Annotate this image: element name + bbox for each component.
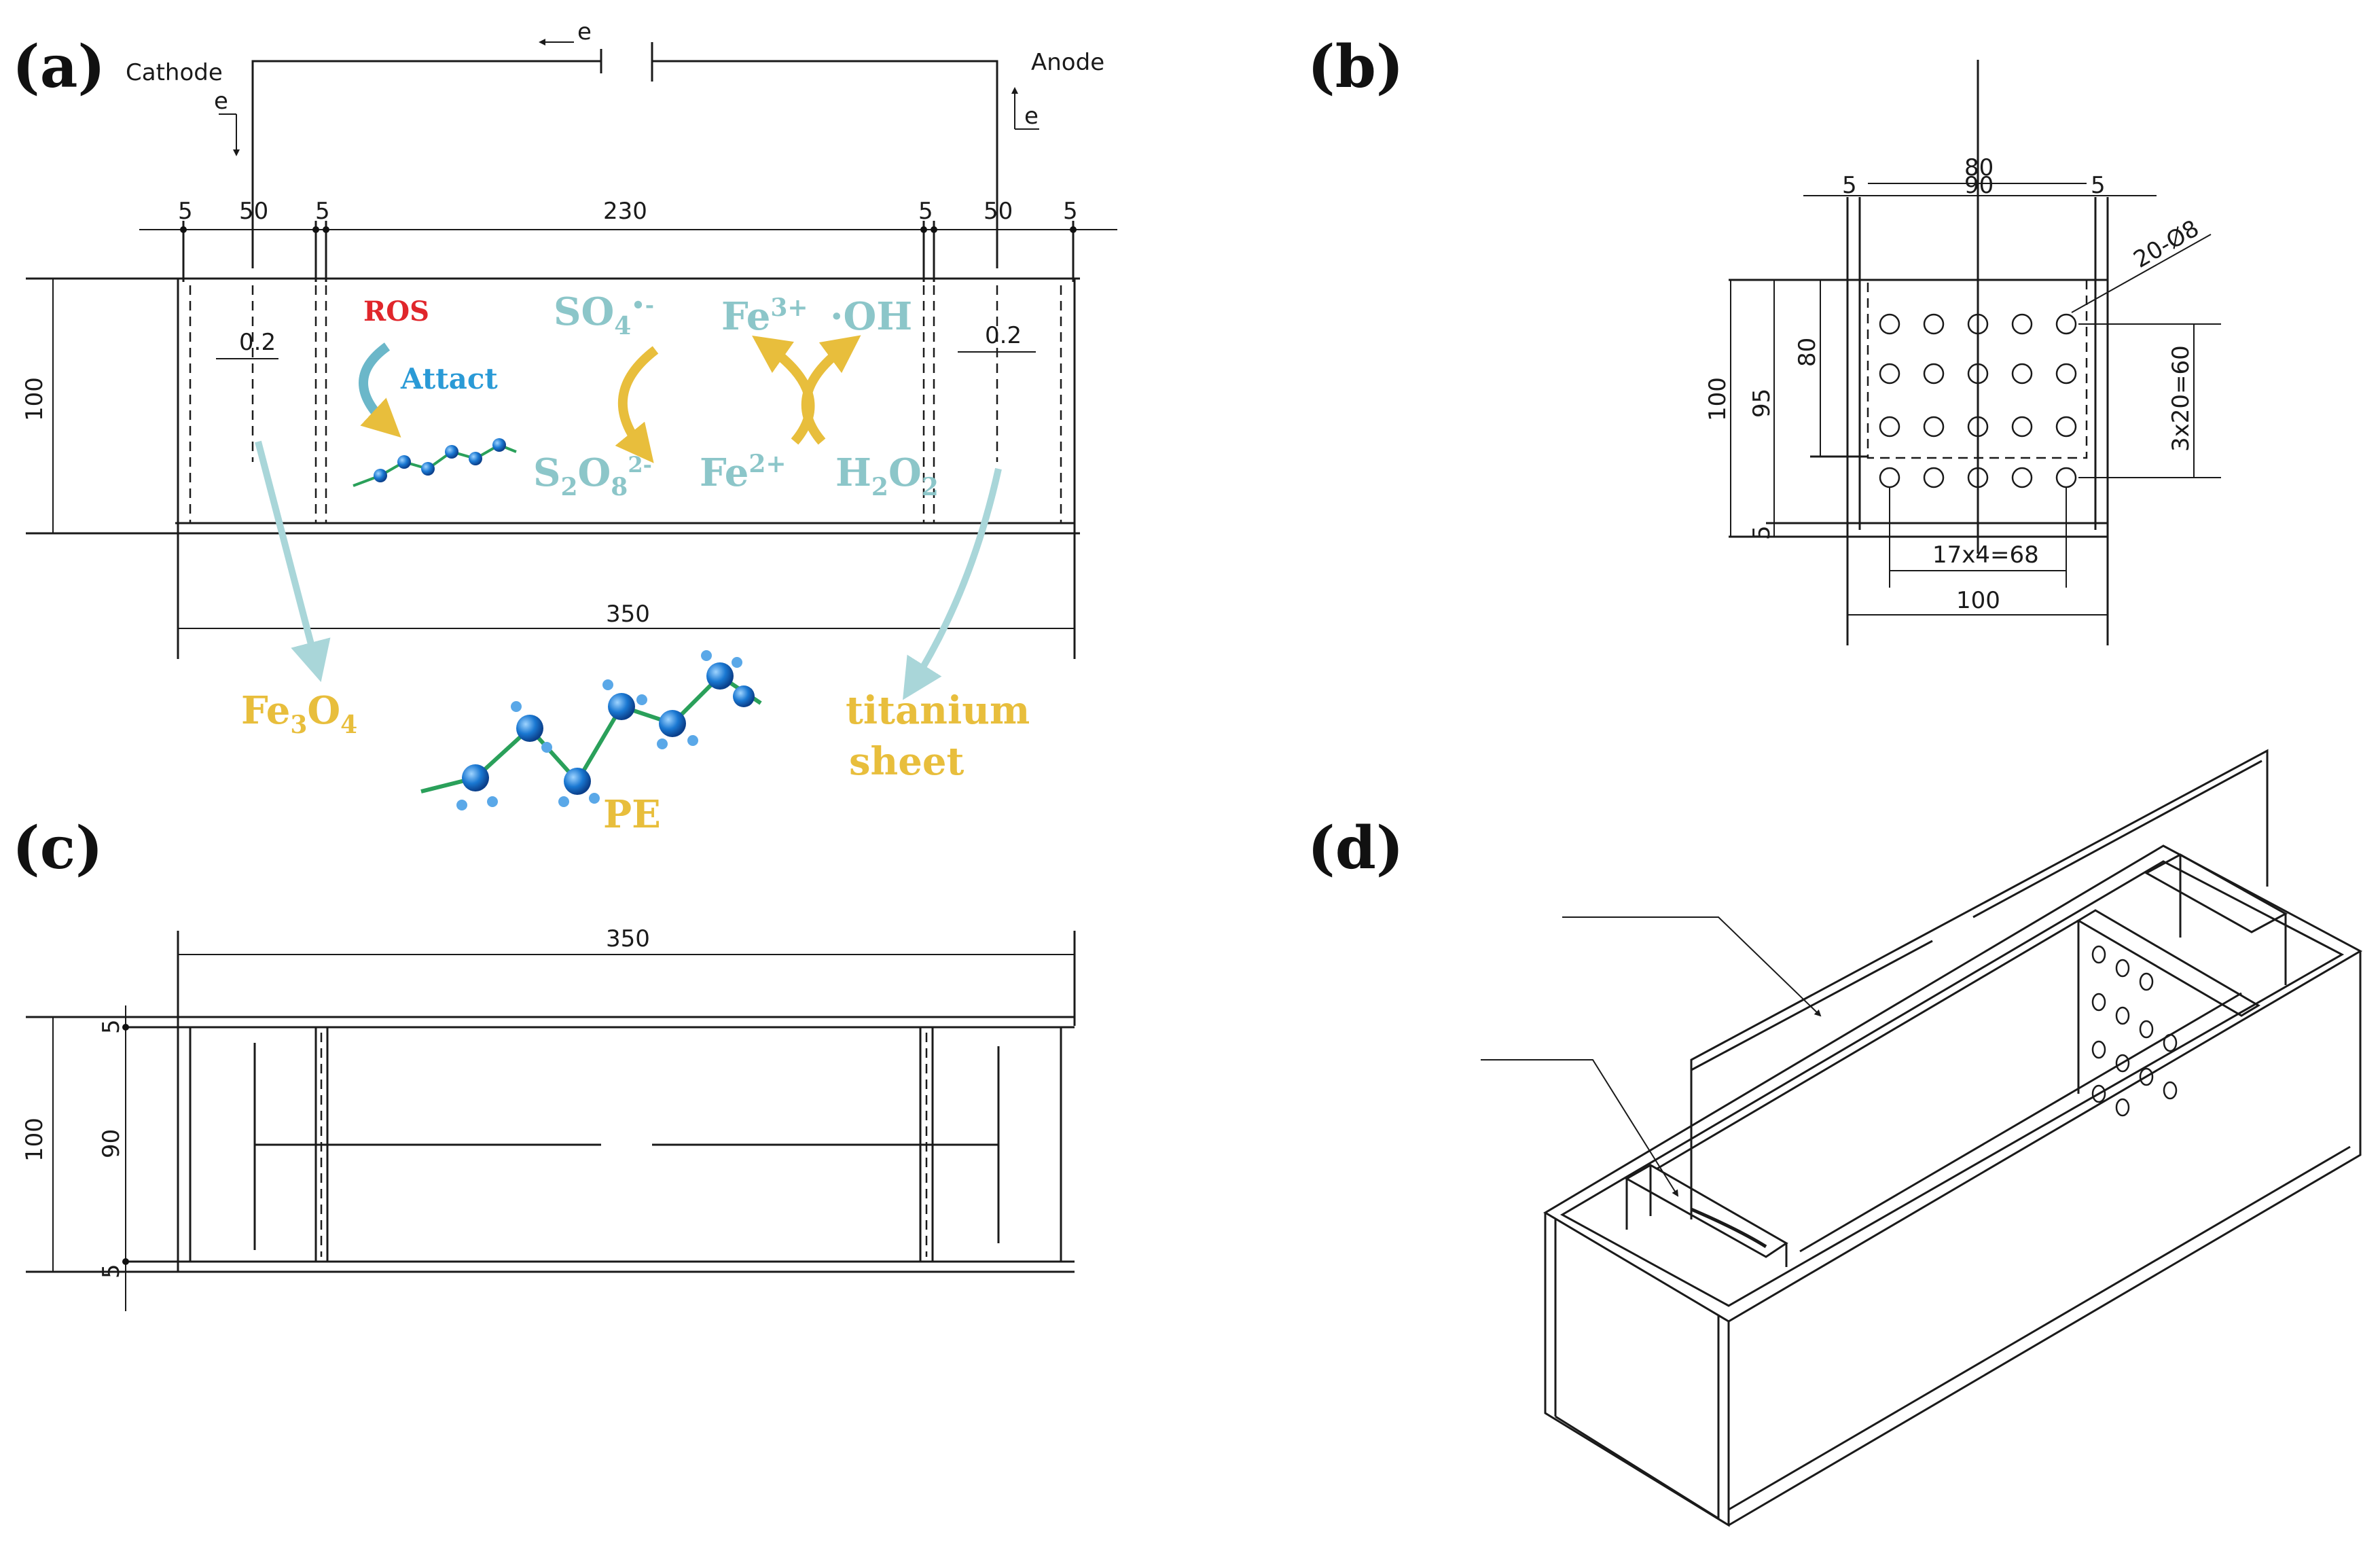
electron-label-anode: e [1024,103,1039,130]
dim-b-100-bottom: 100 [1956,587,2000,614]
anode-label: Anode [1031,49,1104,76]
fe3-ion: Fe3+ [721,293,808,339]
panel-label-c: (c) [12,814,103,883]
panel-c-drawing: 350 100 90 5 5 [21,925,1076,1311]
dim-c-5-bottom: 5 [98,1264,125,1279]
holes-label: 20-Ø8 [2129,215,2204,274]
dim-a-top-2: 50 [239,198,268,225]
dim-a-gap-right: 0.2 [985,322,1022,349]
dim-b-5-right: 5 [2091,172,2106,199]
so4-radical: SO4•- [554,289,654,340]
panel-label-a: (a) [12,33,105,101]
dim-a-top-4: 230 [603,198,647,225]
dim-c-length: 350 [606,925,650,952]
electron-label-top: e [577,18,592,46]
dim-b-5-bottom: 5 [1748,525,1775,540]
dim-b-100-left: 100 [1704,377,1731,421]
h2o2: H2O2 [835,450,939,501]
dim-a-top-1: 5 [178,198,193,225]
perforation-holes-iso [2091,945,2178,1117]
panel-label-b: (b) [1308,33,1404,101]
ros-label: ROS [363,296,429,327]
dim-a-top-3: 5 [315,198,330,225]
dim-b-95: 95 [1748,389,1775,418]
pe-molecule-large [420,650,762,810]
titanium-label-line2: sheet [849,739,964,784]
fe3o4-label: Fe3O4 [241,688,357,739]
panel-label-d: (d) [1308,814,1404,883]
dim-b-90-top: 90 [1964,172,1994,199]
dim-b-spacing-v: 3x20=60 [2167,345,2195,452]
dim-a-top-6: 50 [984,198,1013,225]
dim-a-length: 350 [606,601,650,628]
dim-b-5-left: 5 [1842,172,1857,199]
dim-a-top-7: 5 [1063,198,1078,225]
cathode-label: Cathode [126,59,223,86]
dim-b-80-side: 80 [1794,338,1821,367]
fe2-ion: Fe2+ [700,450,787,495]
dim-b-spacing-h: 17x4=68 [1932,541,2039,569]
dim-c-100: 100 [21,1118,48,1162]
dim-c-5-top: 5 [98,1019,125,1034]
panel-b-drawing: 80 90 5 5 20-Ø8 100 95 80 5 3x20=60 17x4… [1704,60,2221,645]
electron-label-cathode: e [214,88,228,115]
titanium-label-line1: titanium [846,688,1030,733]
hydroxyl-radical: ·OH [830,294,912,339]
pe-label: PE [603,792,661,837]
attact-label: Attact [400,362,498,395]
panel-d-drawing [1481,749,2363,1527]
dim-b-80-top: 80 [1964,154,1994,181]
dim-a-top-5: 5 [918,198,933,225]
panel-a-drawing: e e e Cathode Anode 5 50 5 230 5 50 5 [21,18,1117,837]
dim-a-gap-left: 0.2 [239,329,276,356]
dim-a-height: 100 [21,377,48,421]
pe-molecule-small [353,438,517,487]
persulfate: S2O82- [533,450,652,501]
dim-c-90: 90 [98,1129,125,1158]
